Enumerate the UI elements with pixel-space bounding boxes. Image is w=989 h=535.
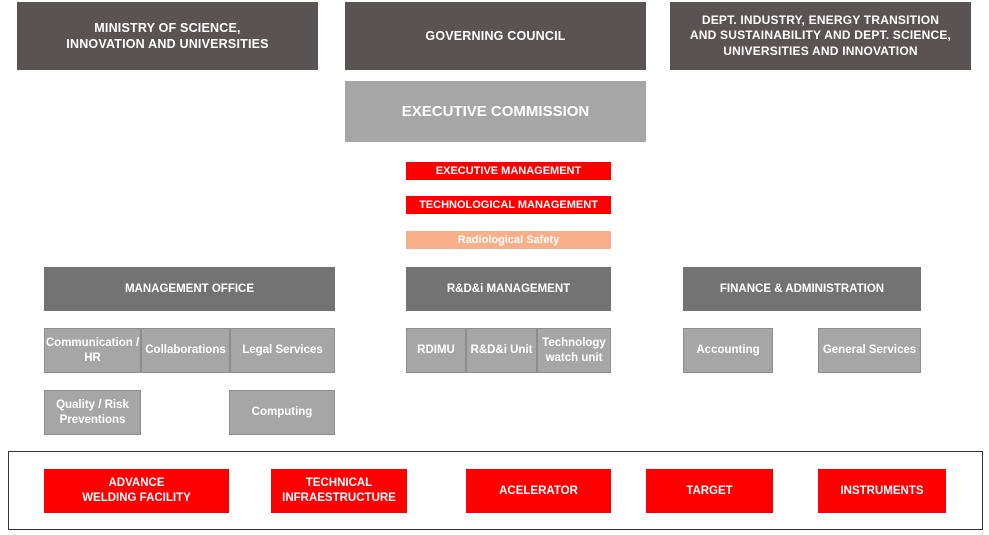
unit-label: Legal Services [242, 344, 323, 357]
facility-label: INSTRUMENTS [840, 484, 924, 497]
unit-label: Technology watch unit [542, 336, 606, 364]
radiological-safety-label: Radiological Safety [457, 233, 560, 246]
ministry-box: MINISTRY OF SCIENCE, INNOVATION AND UNIV… [17, 2, 318, 70]
unit-label: RDIMU [417, 344, 455, 357]
unit-rdi-unit: R&D&i Unit [466, 328, 537, 373]
executive-management-box: EXECUTIVE MANAGEMENT [406, 162, 611, 180]
unit-label: Computing [251, 406, 313, 419]
unit-rdimu: RDIMU [406, 328, 466, 373]
governing-council-box: GOVERNING COUNCIL [345, 2, 646, 70]
unit-legal-services: Legal Services [230, 328, 335, 373]
executive-commission-box: EXECUTIVE COMMISSION [345, 81, 646, 142]
facility-label: ADVANCE WELDING FACILITY [82, 477, 191, 504]
radiological-safety-box: Radiological Safety [406, 231, 611, 249]
management-office-label: MANAGEMENT OFFICE [124, 282, 255, 295]
unit-technology-watch: Technology watch unit [537, 328, 611, 373]
facility-accelerator: ACELERATOR [466, 469, 611, 513]
facility-infrastructure: TECHNICAL INFRAESTRUCTURE [271, 469, 407, 513]
finance-administration-box: FINANCE & ADMINISTRATION [683, 267, 921, 311]
facility-instruments: INSTRUMENTS [818, 469, 946, 513]
ministry-label: MINISTRY OF SCIENCE, INNOVATION AND UNIV… [66, 20, 269, 51]
unit-collaborations: Collaborations [141, 328, 230, 373]
dept-industry-box: DEPT. INDUSTRY, ENERGY TRANSITION AND SU… [670, 2, 971, 70]
unit-communication-hr: Communication / HR [44, 328, 141, 373]
governing-council-label: GOVERNING COUNCIL [425, 28, 566, 43]
technological-management-box: TECHNOLOGICAL MANAGEMENT [406, 196, 611, 214]
facility-label: TECHNICAL INFRAESTRUCTURE [282, 477, 396, 504]
management-office-box: MANAGEMENT OFFICE [44, 267, 335, 311]
unit-label: Accounting [696, 344, 760, 357]
rdi-management-label: R&D&i MANAGEMENT [446, 282, 571, 295]
facility-label: ACELERATOR [499, 484, 578, 497]
facility-target: TARGET [646, 469, 773, 513]
executive-management-label: EXECUTIVE MANAGEMENT [435, 164, 582, 177]
unit-label: Communication / HR [45, 336, 140, 364]
finance-administration-label: FINANCE & ADMINISTRATION [719, 282, 885, 295]
facilities-frame [8, 451, 983, 530]
unit-label: Collaborations [145, 344, 226, 357]
facility-welding: ADVANCE WELDING FACILITY [44, 469, 229, 513]
dept-industry-label: DEPT. INDUSTRY, ENERGY TRANSITION AND SU… [689, 12, 952, 58]
unit-label: R&D&i Unit [470, 344, 533, 357]
executive-commission-label: EXECUTIVE COMMISSION [401, 102, 590, 120]
unit-computing: Computing [229, 390, 335, 435]
unit-label: General Services [822, 344, 917, 357]
unit-quality-risk: Quality / Risk Preventions [44, 390, 141, 435]
unit-label: Quality / Risk Preventions [56, 398, 129, 426]
unit-accounting: Accounting [683, 328, 773, 373]
unit-general-services: General Services [818, 328, 921, 373]
facility-label: TARGET [686, 484, 733, 497]
rdi-management-box: R&D&i MANAGEMENT [406, 267, 611, 311]
technological-management-label: TECHNOLOGICAL MANAGEMENT [419, 198, 598, 211]
